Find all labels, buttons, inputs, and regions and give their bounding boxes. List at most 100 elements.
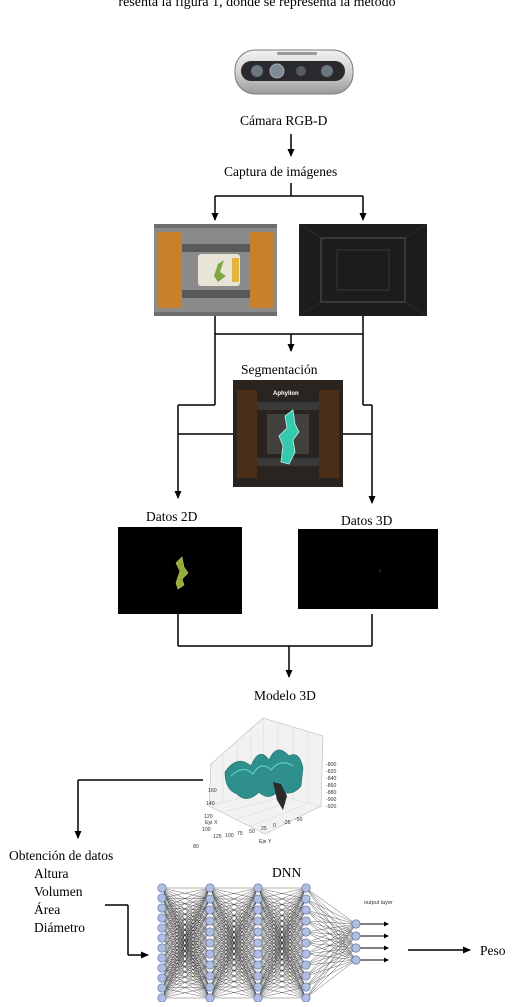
plot-z-tick: -840 xyxy=(326,776,336,782)
network-node xyxy=(157,963,167,973)
network-node xyxy=(301,905,311,915)
network-node xyxy=(157,913,167,923)
model-3d-plot: -800 -820 -840 -860 -880 -900 -920 125 1… xyxy=(193,706,360,856)
network-node xyxy=(157,953,167,963)
network-node xyxy=(157,923,167,933)
plot-z-tick: -820 xyxy=(326,769,336,775)
network-node xyxy=(205,927,215,937)
data-2d-label: Datos 2D xyxy=(146,509,198,524)
data-extraction-label: Obtención de datos xyxy=(9,848,114,863)
plot-z-tick: -860 xyxy=(326,783,336,789)
feature-item: Área xyxy=(34,902,61,917)
network-node xyxy=(205,894,215,904)
feature-item: Diámetro xyxy=(34,920,85,935)
network-node xyxy=(205,982,215,992)
network-node xyxy=(157,903,167,913)
network-connections xyxy=(161,887,357,999)
network-node xyxy=(253,982,263,992)
network-node xyxy=(301,993,311,1003)
model-3d-label: Modelo 3D xyxy=(254,688,316,703)
network-node xyxy=(253,927,263,937)
network-node xyxy=(205,883,215,893)
network-node xyxy=(301,949,311,959)
plot-y-tick: 120 xyxy=(204,814,213,820)
network-node xyxy=(301,927,311,937)
camera-label: Cámara RGB-D xyxy=(240,113,328,128)
network-node xyxy=(157,993,167,1003)
network-node xyxy=(253,993,263,1003)
network-node xyxy=(253,916,263,926)
network-node xyxy=(253,938,263,948)
plot-x-tick: -50 xyxy=(295,817,303,823)
plot-x-axis-label: Eje Y xyxy=(259,839,272,845)
plot-y-tick: 160 xyxy=(208,788,217,794)
data-3d-label: Datos 3D xyxy=(341,513,393,528)
plot-y-tick: 140 xyxy=(206,801,215,807)
network-node xyxy=(205,949,215,959)
network-node xyxy=(157,973,167,983)
network-node xyxy=(253,949,263,959)
network-node xyxy=(157,943,167,953)
network-node xyxy=(253,960,263,970)
plot-z-tick: -920 xyxy=(326,804,336,810)
network-node xyxy=(157,893,167,903)
plot-x-tick: 25 xyxy=(261,826,267,832)
plot-z-tick: -800 xyxy=(326,762,336,768)
plot-y-axis-label: Eje X xyxy=(205,820,218,826)
plot-x-tick: -25 xyxy=(283,820,291,826)
output-layer-label: output layer xyxy=(364,900,393,906)
plot-x-tick: 100 xyxy=(225,833,234,839)
rgbd-camera-image xyxy=(231,42,357,108)
output-arrow-head xyxy=(384,957,389,963)
network-node xyxy=(253,971,263,981)
network-node xyxy=(253,894,263,904)
network-node xyxy=(205,916,215,926)
data-2d-image xyxy=(118,527,242,614)
dnn-network: output layer xyxy=(148,882,410,1003)
output-node xyxy=(351,943,361,953)
capture-label: Captura de imágenes xyxy=(224,164,338,179)
plot-y-tick: 100 xyxy=(202,827,211,833)
network-node xyxy=(253,883,263,893)
network-node xyxy=(253,905,263,915)
plot-x-tick: 125 xyxy=(213,834,222,840)
network-node xyxy=(301,883,311,893)
plot-x-tick: 75 xyxy=(237,831,243,837)
plot-z-tick: -900 xyxy=(326,797,336,803)
network-node xyxy=(157,933,167,943)
data-3d-image xyxy=(298,529,438,609)
output-label: Peso xyxy=(480,943,506,958)
plot-x-tick: 50 xyxy=(249,829,255,835)
network-node xyxy=(205,971,215,981)
feature-item: Altura xyxy=(34,866,69,881)
output-arrow-head xyxy=(384,945,389,951)
output-arrow-head xyxy=(384,933,389,939)
segmentation-label: Segmentación xyxy=(241,362,318,377)
output-node xyxy=(351,955,361,965)
segmentation-image: Aphylion xyxy=(233,380,343,487)
network-node xyxy=(301,938,311,948)
output-node xyxy=(351,919,361,929)
depth-image xyxy=(298,223,428,317)
output-arrow-head xyxy=(384,921,389,927)
feature-item: Volumen xyxy=(34,884,83,899)
plot-y-tick: 80 xyxy=(193,844,199,850)
segmentation-overlay-label: Aphylion xyxy=(273,391,299,397)
rgb-image xyxy=(154,224,277,316)
network-node xyxy=(157,983,167,993)
network-node xyxy=(301,960,311,970)
network-node xyxy=(205,905,215,915)
network-node xyxy=(205,938,215,948)
output-node xyxy=(351,931,361,941)
network-node xyxy=(301,971,311,981)
network-node xyxy=(157,883,167,893)
network-node xyxy=(205,960,215,970)
plot-z-tick: -880 xyxy=(326,790,336,796)
network-node xyxy=(301,894,311,904)
network-node xyxy=(205,993,215,1003)
network-node xyxy=(301,916,311,926)
dnn-label: DNN xyxy=(272,865,302,880)
header-text: resenta la figura 1, donde se representa… xyxy=(118,0,396,10)
network-node xyxy=(301,982,311,992)
